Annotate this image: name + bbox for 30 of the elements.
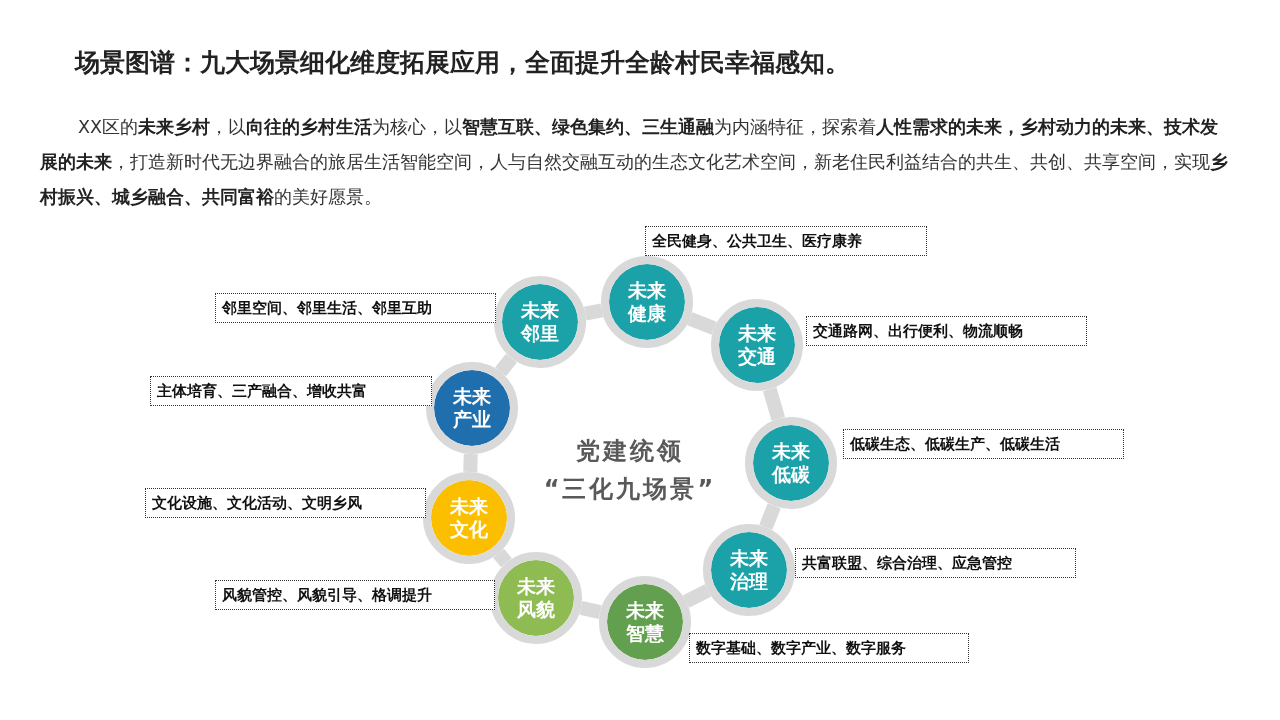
title-heading: 场景图谱：九大场景细化维度拓展应用，全面提升全龄村民幸福感知。 [75, 47, 850, 79]
scenario-circle: 未来健康 [601, 256, 693, 348]
scenario-box: 交通路网、出行便利、物流顺畅 [806, 316, 1087, 346]
scenario-circle: 未来智慧 [599, 576, 691, 668]
scenario-box: 共富联盟、综合治理、应急管控 [795, 548, 1076, 578]
scenario-box: 邻里空间、邻里生活、邻里互助 [215, 293, 496, 323]
scenario-box: 低碳生态、低碳生产、低碳生活 [843, 429, 1124, 459]
scenario-box: 数字基础、数字产业、数字服务 [689, 633, 969, 663]
ring-connector [683, 584, 711, 608]
scenario-circle: 未来文化 [423, 472, 515, 564]
scenario-box: 风貌管控、风貌引导、格调提升 [215, 580, 495, 610]
ring-connector [687, 312, 717, 335]
scenario-circle: 未来低碳 [745, 417, 837, 509]
scenario-circle: 未来邻里 [494, 276, 586, 368]
scenario-box: 文化设施、文化活动、文明乡风 [145, 488, 426, 518]
scenario-circle: 未来交通 [711, 299, 803, 391]
center-heading: 党建统领 “三化九场景” [542, 436, 718, 505]
scenario-circle: 未来风貌 [490, 552, 582, 644]
ring-connector [579, 601, 602, 619]
ring-connector [763, 387, 785, 421]
scenario-circle: 未来治理 [703, 524, 795, 616]
ring-connector [463, 453, 478, 473]
ring-connector [495, 353, 517, 377]
ring-connector [493, 548, 512, 568]
scenario-box: 全民健身、公共卫生、医疗康养 [645, 226, 927, 256]
scenario-circle: 未来产业 [426, 362, 518, 454]
intro-paragraph: XX区的未来乡村，以向往的乡村生活为核心，以智慧互联、绿色集约、三生通融为内涵特征，探索着人性需求的未来，乡村动力的未来、技术发展的未来，打造新时代无边界融合的旅居生活智能空间，人与自然交融互动的生态文化艺术空间，新老住民利益结合的共生、共创、共享空间，实现乡村振兴、城乡融合、共同富裕的美好愿景。 [40, 116, 1229, 209]
scenario-box: 主体培育、三产融合、增收共富 [150, 376, 432, 406]
ring-connector [759, 503, 781, 530]
ring-connector [583, 303, 604, 321]
